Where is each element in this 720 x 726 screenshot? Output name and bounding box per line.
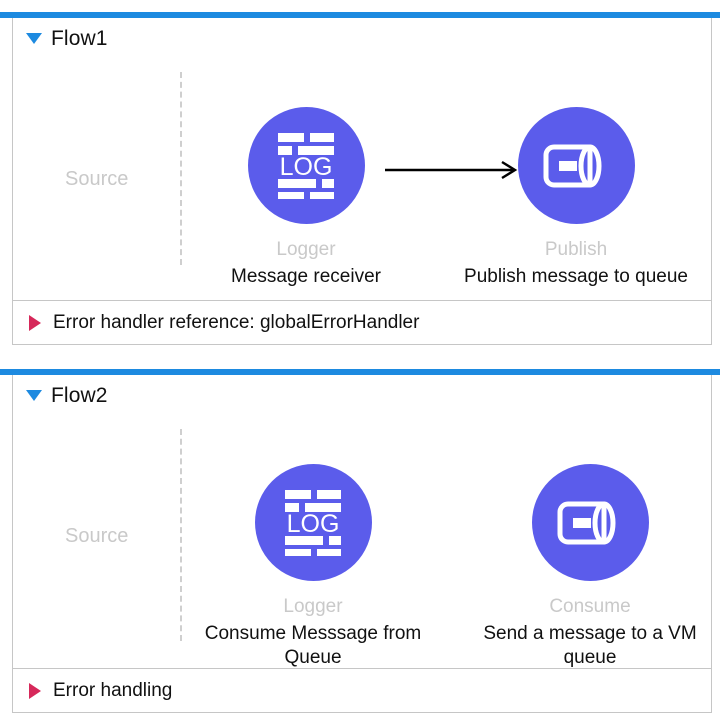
flow-title: Flow2 bbox=[51, 384, 108, 407]
node-icon-circle[interactable]: LOG bbox=[247, 107, 365, 224]
flow-node[interactable]: LOG Logger Consume Messsage from Queue bbox=[198, 464, 428, 670]
flow-panel-2: Flow2 Source LOG bbox=[0, 369, 720, 713]
flow-canvas: Source LOG bbox=[13, 50, 711, 300]
chevron-down-icon[interactable] bbox=[26, 390, 42, 401]
node-type-label: Logger bbox=[276, 239, 336, 260]
flow-body: Flow1 Source LOG bbox=[12, 18, 712, 345]
flow-node[interactable]: Publish Publish message to queue bbox=[461, 107, 691, 289]
source-label: Source bbox=[65, 525, 129, 547]
flow-title: Flow1 bbox=[51, 27, 108, 50]
svg-text:LOG: LOG bbox=[287, 510, 340, 538]
node-type-label: Consume bbox=[549, 596, 631, 617]
log-icon: LOG bbox=[285, 489, 341, 556]
flow-node[interactable]: Consume Send a message to a VM queue bbox=[475, 464, 705, 670]
flow-body: Flow2 Source LOG bbox=[12, 375, 712, 713]
triangle-right-icon[interactable] bbox=[29, 682, 41, 699]
node-name-label: Message receiver bbox=[231, 265, 381, 287]
source-label: Source bbox=[65, 168, 129, 190]
log-icon: LOG bbox=[278, 132, 334, 199]
flow-header[interactable]: Flow2 bbox=[13, 375, 711, 407]
node-name-label: Send a message to a VM queue bbox=[483, 622, 697, 669]
node-name-label: Publish message to queue bbox=[464, 265, 688, 287]
node-icon-circle[interactable] bbox=[531, 464, 649, 581]
node-name-label: Consume Messsage from Queue bbox=[204, 622, 422, 669]
connector-arrow bbox=[385, 160, 519, 180]
node-icon-circle[interactable]: LOG bbox=[254, 464, 372, 581]
node-icon-circle[interactable] bbox=[517, 107, 635, 224]
source-divider bbox=[180, 429, 182, 641]
error-handler-row[interactable]: Error handling bbox=[13, 668, 711, 712]
source-divider bbox=[180, 72, 182, 265]
flow-accent-bar bbox=[0, 369, 720, 375]
flow-canvas: Source LOG bbox=[13, 407, 711, 668]
flow-panel-1: Flow1 Source LOG bbox=[0, 12, 720, 345]
triangle-right-icon[interactable] bbox=[29, 314, 41, 331]
svg-text:LOG: LOG bbox=[280, 153, 333, 181]
queue-consume-icon bbox=[557, 501, 616, 544]
error-handler-text: Error handling bbox=[53, 679, 173, 701]
node-type-label: Publish bbox=[544, 239, 608, 260]
flow-node[interactable]: LOG Logger Message receiver bbox=[191, 107, 421, 289]
chevron-down-icon[interactable] bbox=[26, 33, 42, 44]
flow-accent-bar bbox=[0, 12, 720, 18]
flow-header[interactable]: Flow1 bbox=[13, 18, 711, 50]
node-type-label: Logger bbox=[283, 596, 343, 617]
error-handler-text: Error handler reference: globalErrorHand… bbox=[53, 311, 420, 333]
arrow-right-icon bbox=[385, 160, 518, 180]
queue-publish-icon bbox=[543, 144, 602, 187]
error-handler-row[interactable]: Error handler reference: globalErrorHand… bbox=[13, 300, 711, 344]
